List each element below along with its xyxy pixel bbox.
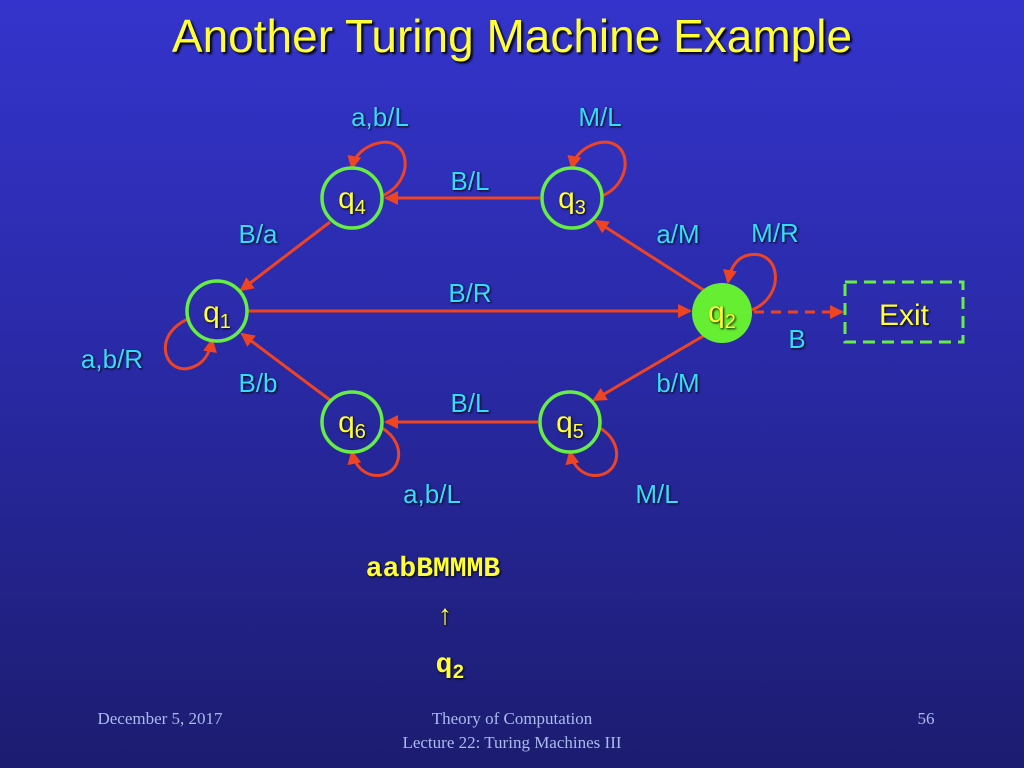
label-loop-q2: M/R xyxy=(751,218,799,248)
label-loop-q1: a,b/R xyxy=(81,344,143,374)
edge-q4-q1 xyxy=(239,220,331,292)
svg-text:q4: q4 xyxy=(338,182,366,219)
label-q1-q2: B/R xyxy=(448,278,491,308)
state-q3: q3 xyxy=(540,166,604,230)
loop-q5 xyxy=(565,426,619,477)
svg-text:q5: q5 xyxy=(556,406,584,443)
label-loop-q6: a,b/L xyxy=(403,479,461,509)
tape-content: aabBMMMB xyxy=(366,554,501,585)
svg-text:q6: q6 xyxy=(338,406,366,443)
footer-lecture: Lecture 22: Turing Machines III xyxy=(402,733,621,752)
svg-text:Exit: Exit xyxy=(879,299,930,332)
edge-q2-q5 xyxy=(592,333,706,402)
label-q6-q1: B/b xyxy=(238,368,277,398)
tape-head-arrow: ↑ xyxy=(437,602,454,633)
label-q4-q1: B/a xyxy=(238,219,278,249)
exit-box: Exit xyxy=(843,280,965,344)
loop-q6 xyxy=(347,426,401,477)
svg-text:q3: q3 xyxy=(558,182,586,219)
footer-page-number: 56 xyxy=(918,709,935,728)
svg-text:q2: q2 xyxy=(708,296,736,333)
label-loop-q5: M/L xyxy=(635,479,678,509)
edge-q6-q1 xyxy=(240,332,331,402)
state-q6: q6 xyxy=(320,390,384,454)
label-loop-q3: M/L xyxy=(578,102,621,132)
tape-head-state: q2 xyxy=(436,650,465,685)
label-q5-q6: B/L xyxy=(450,388,489,418)
edge-q2-q3 xyxy=(594,219,706,293)
footer-date: December 5, 2017 xyxy=(97,709,223,728)
label-q2-q3: a/M xyxy=(656,219,699,249)
state-q1: q1 xyxy=(185,279,249,343)
loop-q4 xyxy=(347,140,407,198)
state-q5: q5 xyxy=(538,390,602,454)
label-loop-q4: a,b/L xyxy=(351,102,409,132)
state-q4: q4 xyxy=(320,166,384,230)
slide-title: Another Turing Machine Example xyxy=(172,10,852,62)
label-q2-exit: B xyxy=(788,324,805,354)
state-q2-current: q2 xyxy=(692,283,752,343)
label-q3-q4: B/L xyxy=(450,166,489,196)
footer-course: Theory of Computation xyxy=(432,709,593,728)
loop-q3 xyxy=(567,140,627,198)
svg-text:q1: q1 xyxy=(203,296,231,333)
loop-q2 xyxy=(723,252,777,312)
loop-q1 xyxy=(163,316,217,371)
label-q2-q5: b/M xyxy=(656,368,699,398)
